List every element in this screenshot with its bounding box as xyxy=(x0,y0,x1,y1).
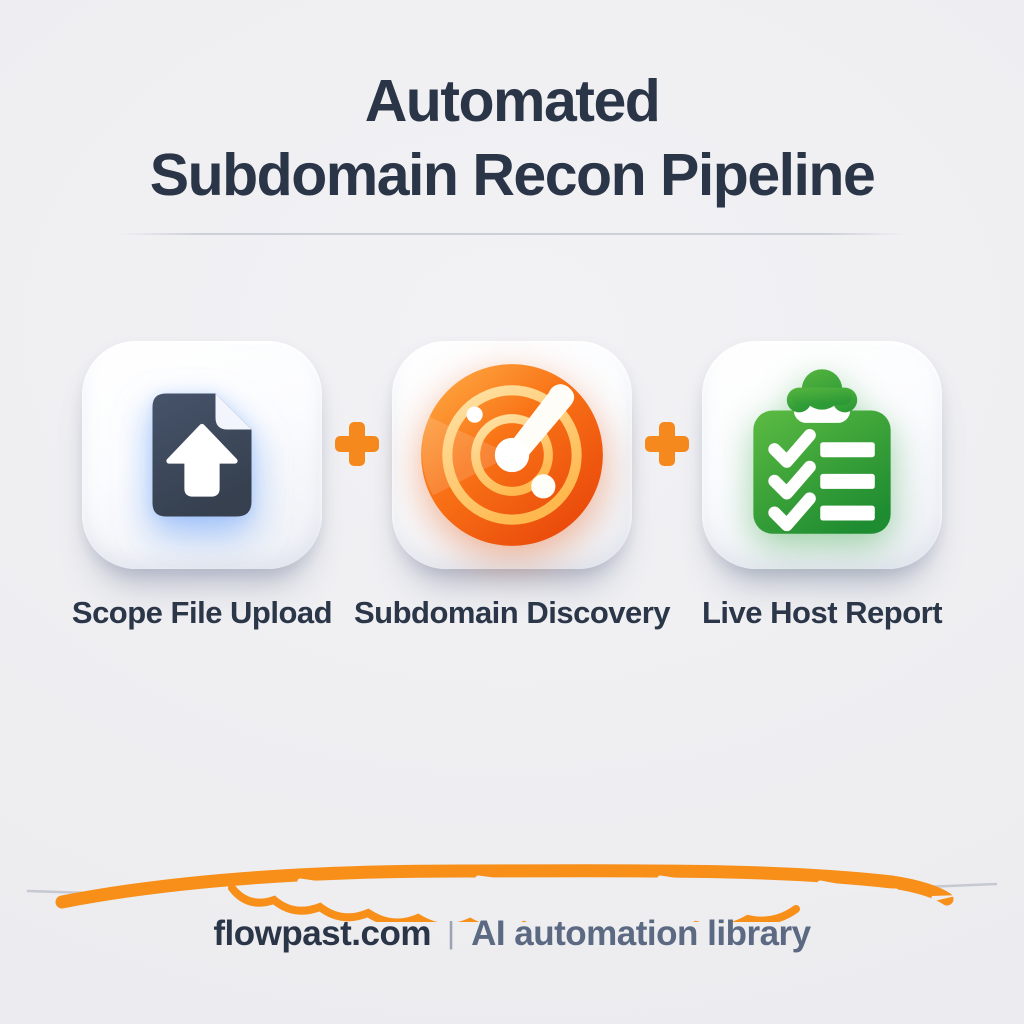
pipeline-step-subdomain-discovery: Subdomain Discovery xyxy=(354,340,671,631)
plus-connector-2 xyxy=(642,419,692,474)
orange-squiggle-underline-icon xyxy=(26,864,998,922)
pipeline-step-live-host-report: Live Host Report xyxy=(701,340,943,631)
step-label: Live Host Report xyxy=(701,594,943,630)
footer-separator: | xyxy=(447,915,456,950)
footer-brand: flowpast.com xyxy=(213,914,431,953)
pipeline-row: Scope File Upload xyxy=(0,340,1024,631)
plus-connector-1 xyxy=(332,419,382,474)
plus-icon xyxy=(645,421,689,466)
step-card xyxy=(82,340,322,569)
radar-icon xyxy=(421,363,603,546)
plus-icon xyxy=(335,421,379,466)
step-card xyxy=(702,340,942,569)
step-label: Scope File Upload xyxy=(71,594,333,630)
footer-tagline: AI automation library xyxy=(471,914,811,953)
pipeline-step-scope-file-upload: Scope File Upload xyxy=(72,340,333,631)
document-upload-icon xyxy=(152,393,252,517)
title-divider xyxy=(119,232,905,235)
footer: flowpast.com | AI automation library xyxy=(0,914,1024,954)
step-card xyxy=(392,340,632,569)
step-label: Subdomain Discovery xyxy=(353,594,671,630)
checklist-clipboard-icon xyxy=(753,368,891,534)
title-block: Automated Subdomain Recon Pipeline xyxy=(0,0,1024,235)
page-title-line-2: Subdomain Recon Pipeline xyxy=(149,142,876,209)
page-title-line-1: Automated xyxy=(364,68,661,134)
